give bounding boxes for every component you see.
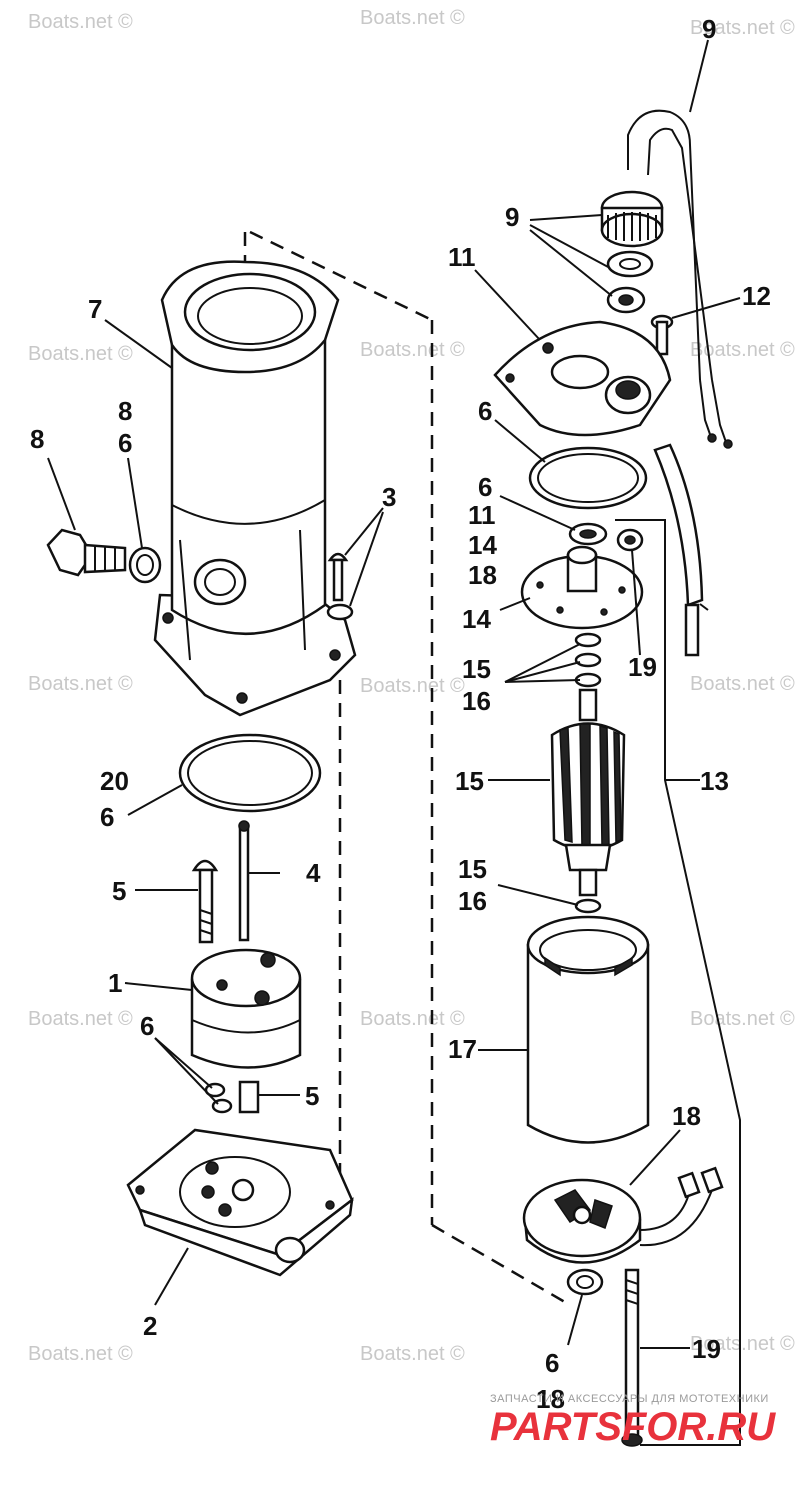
callout-4: 4	[306, 858, 321, 888]
watermark: Boats.net ©	[690, 1333, 795, 1355]
watermark: Boats.net ©	[690, 1008, 795, 1030]
callout-19: 19	[692, 1334, 721, 1364]
part-6-o-ring	[528, 446, 648, 510]
part-7-pump-housing	[153, 260, 357, 717]
part-4-rod	[238, 820, 250, 942]
callout-8: 8	[118, 396, 132, 426]
callout-19: 19	[628, 652, 657, 682]
callout-14: 14	[468, 530, 497, 560]
callout-14: 14	[462, 604, 491, 634]
brand-name: PARTSFOR.RU	[490, 1405, 776, 1449]
part-3-screw-washer	[326, 552, 354, 621]
callout-5: 5	[112, 876, 126, 906]
callout-8: 8	[30, 424, 44, 454]
leader-lines	[47, 39, 741, 1349]
callout-17: 17	[448, 1034, 477, 1064]
watermark: Boats.net ©	[28, 1343, 133, 1365]
part-14-brush-plate	[520, 545, 644, 630]
callout-6: 6	[100, 802, 114, 832]
callout-11: 11	[448, 242, 476, 272]
watermark: Boats.net ©	[360, 7, 465, 29]
watermark: Boats.net ©	[28, 343, 133, 365]
part-20-o-ring	[178, 733, 322, 813]
callout-7: 7	[88, 294, 102, 324]
part-8-fill-plug	[46, 528, 162, 584]
callout-6: 6	[140, 1011, 154, 1041]
part-6-small-seals	[204, 1080, 260, 1114]
watermark: Boats.net ©	[690, 339, 795, 361]
brand-logo: ЗАПЧАСТИ И АКСЕССУАРЫ ДЛЯ МОТОТЕХНИКИ PA…	[490, 1393, 776, 1449]
watermark: Boats.net ©	[360, 1008, 465, 1030]
callout-6: 6	[478, 396, 492, 426]
part-9-cable-grommets	[600, 109, 733, 449]
watermark: Boats.net ©	[28, 673, 133, 695]
callout-2: 2	[143, 1311, 157, 1341]
watermark: Boats.net ©	[360, 339, 465, 361]
callout-15: 15	[458, 854, 487, 884]
callout-15: 15	[455, 766, 484, 796]
part-13-wire-lead	[615, 443, 741, 1446]
callout-16: 16	[462, 686, 491, 716]
watermark: Boats.net ©	[28, 11, 133, 33]
part-5-bolt	[191, 859, 219, 944]
callout-3: 3	[382, 482, 396, 512]
brand-tagline: ЗАПЧАСТИ И АКСЕССУАРЫ ДЛЯ МОТОТЕХНИКИ	[490, 1393, 769, 1405]
part-15-16-washers	[574, 632, 602, 914]
callout-16: 16	[458, 886, 487, 916]
callout-6: 6	[545, 1348, 559, 1378]
part-6-seal-small	[568, 522, 644, 552]
watermark: Boats.net ©	[690, 17, 795, 39]
part-12-screw	[650, 314, 674, 356]
callout-11: 11	[468, 500, 496, 530]
callout-20: 20	[100, 766, 129, 796]
callout-9: 9	[702, 14, 716, 44]
callout-18: 18	[468, 560, 497, 590]
callout-18: 18	[536, 1384, 565, 1414]
watermarks: Boats.net © Boats.net © Boats.net © Boat…	[28, 7, 795, 1365]
watermark: Boats.net ©	[360, 675, 465, 697]
watermark: Boats.net ©	[690, 673, 795, 695]
part-6-bottom-seal	[566, 1268, 604, 1296]
part-1-pump-body	[190, 948, 302, 1069]
callout-6: 6	[118, 428, 132, 458]
watermark: Boats.net ©	[28, 1008, 133, 1030]
callout-18: 18	[672, 1101, 701, 1131]
part-2-base-plate	[126, 1128, 354, 1277]
callout-6: 6	[478, 472, 492, 502]
callout-5: 5	[305, 1081, 319, 1111]
callout-15: 15	[462, 654, 491, 684]
callout-13: 13	[700, 766, 729, 796]
part-18-brush-end-cap	[522, 1166, 724, 1264]
part-19-through-bolt	[621, 1268, 643, 1447]
callout-1: 1	[108, 968, 122, 998]
part-17-motor-frame	[526, 915, 650, 1144]
callout-labels: 9 9 11 12 6 6 11 14 18 14 15 16 19 15 13…	[30, 14, 771, 1414]
part-15-armature	[550, 688, 626, 897]
callout-12: 12	[742, 281, 771, 311]
watermark: Boats.net ©	[360, 1343, 465, 1365]
callout-9: 9	[505, 202, 519, 232]
part-11-end-cap	[493, 320, 672, 437]
